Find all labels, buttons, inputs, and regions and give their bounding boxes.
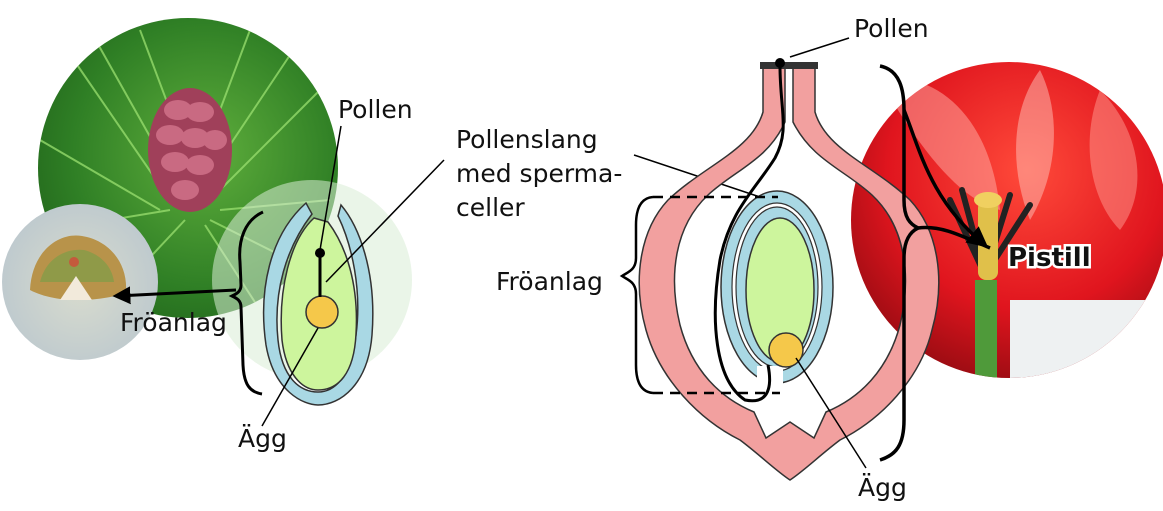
right-pollen-grain [775, 58, 785, 68]
left-pollen-label: Pollen [338, 95, 413, 124]
left-egg-label: Ägg [238, 424, 287, 453]
pistil-label: Pistill [1008, 243, 1091, 273]
right-egg-label: Ägg [858, 473, 907, 502]
right-pollen-leader [790, 38, 849, 57]
right-ovule-label: Fröanlag [496, 267, 603, 296]
left-egg-cell [306, 296, 338, 328]
right-pollen-label: Pollen [854, 14, 929, 43]
pollen-tube-label-line-2: med sperma- [456, 159, 622, 188]
stigma [760, 62, 818, 69]
pollen-tube-label-line-1: Pollenslang [456, 125, 598, 154]
cone-shape [148, 88, 232, 212]
pollen-tube-label-line-3: celler [456, 193, 525, 222]
left-ovule-label: Fröanlag [120, 308, 227, 337]
pollen-tube-label: Pollenslang med sperma- celler [456, 125, 622, 222]
